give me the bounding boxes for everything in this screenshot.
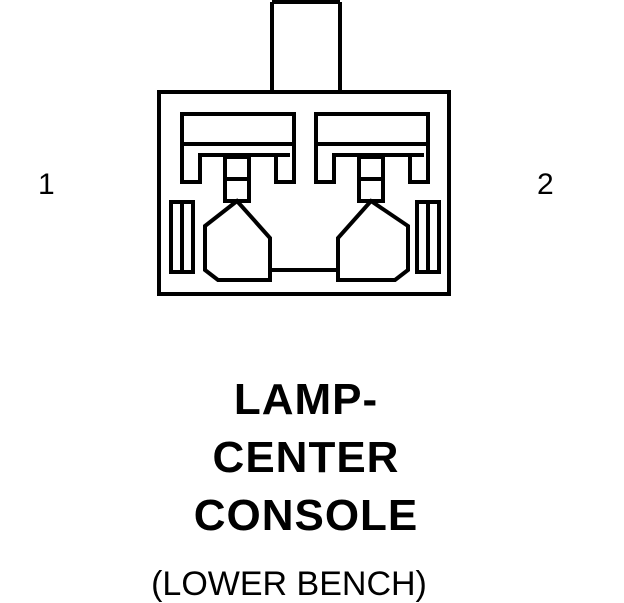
lock-ribs-left [169,200,195,274]
pin-label-2: 2 [537,168,554,201]
connector-title-line-2: CENTER [212,433,400,482]
lock-ribs-right [415,200,441,274]
connector-body [157,90,451,296]
connector-latch-tab [270,0,342,92]
terminal-cavity-1 [180,112,296,282]
terminal-cavity-2 [314,112,430,282]
connector-subtitle: (LOWER BENCH) [151,565,427,603]
pin-label-1: 1 [38,168,55,201]
connector-title-line-1: LAMP- [233,375,379,424]
terminal-bridge [268,238,340,272]
connector-title-line-3: CONSOLE [193,491,419,540]
